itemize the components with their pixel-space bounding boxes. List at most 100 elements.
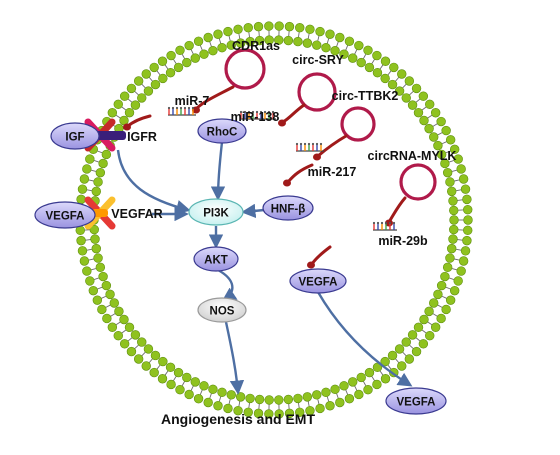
lipid-head-outer-icon [89, 286, 98, 295]
lipid-head-inner-icon [357, 58, 366, 67]
lipid-head-inner-icon [182, 58, 191, 67]
lipid-tail-icon [86, 240, 91, 241]
lipid-head-inner-icon [388, 351, 397, 360]
lipid-head-inner-icon [437, 281, 446, 290]
lipid-head-outer-icon [114, 331, 123, 340]
lipid-head-inner-icon [443, 263, 452, 272]
lipid-head-outer-icon [464, 216, 473, 225]
lipid-tail-icon [249, 32, 250, 37]
lipid-head-outer-icon [85, 277, 94, 286]
lipid-head-inner-icon [209, 385, 218, 394]
node-vegfa-secreted: VEGFA [386, 388, 446, 414]
lipid-tail-icon [89, 259, 94, 260]
lipid-head-inner-icon [96, 168, 105, 177]
lipid-tail-icon [457, 200, 462, 201]
arrow-nos-to-output [226, 322, 238, 392]
lipid-head-outer-icon [204, 398, 213, 407]
lipid-head-outer-icon [419, 339, 428, 348]
lipid-head-inner-icon [182, 373, 191, 382]
base-pair-comb-icon [168, 107, 196, 115]
lipid-head-inner-icon [365, 63, 374, 72]
vegfa-secreted-label: VEGFA [397, 397, 436, 409]
lipid-head-inner-icon [125, 108, 134, 117]
lipid-head-outer-icon [326, 30, 335, 39]
lipid-tail-icon [229, 36, 230, 41]
lipid-head-outer-icon [306, 25, 315, 34]
lipid-tail-icon [372, 59, 375, 63]
akt-label: AKT [204, 255, 228, 267]
lipid-head-inner-icon [449, 196, 458, 205]
igf-label: IGF [65, 132, 84, 144]
lipid-tail-icon [318, 399, 319, 404]
mir-igfr-strand-icon [128, 116, 150, 126]
lipid-tail-icon [346, 390, 348, 395]
circrna-mylk-label: circRNA-MYLK [368, 149, 457, 163]
lipid-head-inner-icon [322, 388, 331, 397]
lipid-head-inner-icon [144, 345, 153, 354]
lipid-head-outer-icon [194, 37, 203, 46]
lipid-tail-icon [416, 338, 420, 341]
lipid-head-outer-icon [214, 30, 223, 39]
lipid-head-outer-icon [176, 385, 185, 394]
lipid-tail-icon [337, 394, 339, 399]
lipid-head-outer-icon [389, 63, 398, 72]
lipid-tail-icon [219, 397, 220, 402]
lipid-tail-icon [355, 386, 357, 390]
lipid-head-inner-icon [94, 178, 103, 187]
mir7-label: miR-7 [175, 94, 210, 108]
mirna-blob-group [123, 107, 393, 269]
lipid-tail-icon [318, 36, 319, 41]
lipid-head-inner-icon [395, 345, 404, 354]
lipid-tail-icon [380, 65, 383, 69]
lipid-head-inner-icon [110, 299, 119, 308]
lipid-tail-icon [106, 305, 110, 307]
lipid-head-inner-icon [158, 357, 167, 366]
lipid-tail-icon [200, 45, 202, 50]
lipid-tail-icon [327, 397, 328, 402]
mir29b-strand-icon [389, 198, 405, 222]
lipid-tail-icon [422, 107, 426, 110]
arrow-rhoc-to-pi3k [218, 142, 222, 198]
lipid-head-outer-icon [442, 305, 451, 314]
lipid-head-inner-icon [137, 94, 146, 103]
vegfar-label: VEGFAR [111, 207, 162, 221]
lipid-head-outer-icon [442, 126, 451, 135]
lipid-head-inner-icon [425, 307, 434, 316]
lipid-head-outer-icon [463, 195, 472, 204]
lipid-head-inner-icon [137, 338, 146, 347]
lipid-tail-icon [395, 359, 398, 363]
lipid-tail-icon [355, 50, 357, 54]
lipid-head-inner-icon [151, 80, 160, 89]
circ-ttbk2-label: circ-TTBK2 [332, 89, 399, 103]
lipid-head-outer-icon [204, 33, 213, 42]
lipid-head-outer-icon [463, 236, 472, 245]
lipid-head-inner-icon [227, 390, 236, 399]
lipid-tail-icon [94, 160, 99, 162]
lipid-tail-icon [452, 269, 457, 270]
lipid-head-inner-icon [218, 43, 227, 52]
node-vegfa-intracellular: VEGFA [290, 269, 346, 293]
lipid-head-inner-icon [106, 290, 115, 299]
lipid-tail-icon [173, 59, 176, 63]
lipid-head-outer-icon [459, 257, 468, 266]
lipid-head-inner-icon [131, 330, 140, 339]
lipid-head-inner-icon [402, 94, 411, 103]
mir-vegfa-tip-icon [307, 262, 315, 269]
lipid-tail-icon [363, 54, 365, 58]
lipid-tail-icon [410, 345, 414, 348]
lipid-head-inner-icon [94, 254, 103, 263]
lipid-head-outer-icon [85, 155, 94, 164]
lipid-tail-icon [372, 376, 375, 380]
mir-hnf-tip-icon [283, 180, 291, 187]
lipid-tail-icon [122, 330, 126, 333]
lipid-head-outer-icon [285, 22, 294, 31]
lipid-head-inner-icon [96, 263, 105, 272]
lipid-head-inner-icon [440, 272, 449, 281]
lipid-head-inner-icon [381, 74, 390, 83]
lipid-head-inner-icon [420, 315, 429, 324]
lipid-tail-icon [454, 259, 459, 260]
lipid-head-outer-icon [142, 70, 151, 79]
lipid-head-inner-icon [312, 390, 321, 399]
lipid-head-inner-icon [303, 39, 312, 48]
